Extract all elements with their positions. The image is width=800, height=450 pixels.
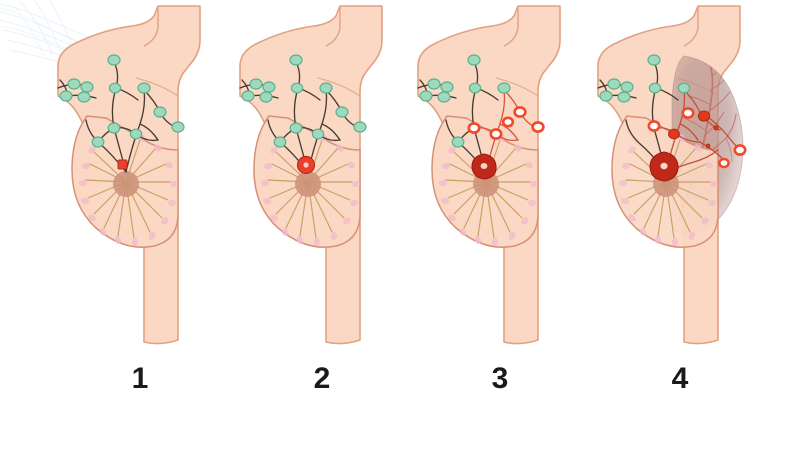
tumor-stage-1 xyxy=(117,159,128,170)
lobules xyxy=(619,134,718,246)
affected-lymph-nodes-ring xyxy=(647,107,747,169)
normal-lymph-nodes xyxy=(59,54,185,148)
stage-4-diagram xyxy=(597,5,747,345)
areola xyxy=(295,171,321,197)
stage-1-diagram xyxy=(57,5,201,345)
stage-3-diagram xyxy=(417,5,561,345)
tumor-stage-4 xyxy=(649,151,679,182)
panel-stage-4: 4 xyxy=(580,0,780,450)
panel-caption-3: 3 xyxy=(491,362,509,395)
tumor-stage-2 xyxy=(296,155,316,175)
affected-lymph-nodes xyxy=(467,106,545,140)
panel-stage-1: 1 xyxy=(40,0,240,450)
panel-caption-4: 4 xyxy=(671,362,689,395)
lobules xyxy=(261,134,360,246)
panel-caption-1: 1 xyxy=(131,362,149,395)
panel-caption-2: 2 xyxy=(313,362,331,395)
affected-lymph-nodes-filled xyxy=(668,110,719,149)
panel-stage-2: 2 xyxy=(222,0,422,450)
tumor-stage-3 xyxy=(471,153,497,180)
lobules xyxy=(79,134,178,246)
normal-lymph-nodes xyxy=(419,54,511,148)
normal-lymph-nodes xyxy=(241,54,367,148)
stage-2-diagram xyxy=(239,5,383,345)
normal-lymph-nodes xyxy=(599,54,691,103)
areola xyxy=(113,171,139,197)
panel-stage-3: 3 xyxy=(400,0,600,450)
lobules xyxy=(439,134,538,246)
